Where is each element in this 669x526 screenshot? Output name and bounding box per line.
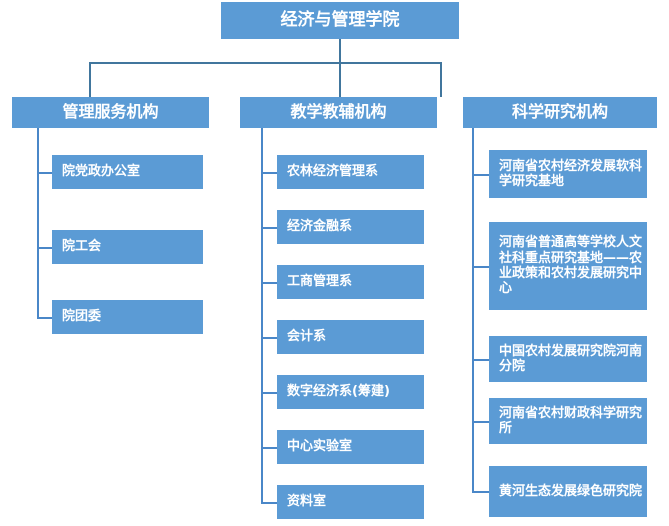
connector-bus-to-branch-1	[339, 62, 341, 97]
branch-header-teaching-support[interactable]: 教学教辅机构	[240, 97, 437, 128]
elbow-1-4	[261, 392, 277, 394]
connector-root-bus	[89, 62, 441, 64]
elbow-0-0	[37, 172, 52, 174]
leaf-node-accounting[interactable]: 会计系	[277, 320, 424, 354]
leaf-node-china-rural-development-henan-branch[interactable]: 中国农村发展研究院河南分院	[489, 336, 647, 382]
connector-bus-to-branch-2	[440, 62, 442, 97]
elbow-2-4	[472, 491, 489, 493]
leaf-node-youth-league[interactable]: 院团委	[52, 300, 203, 334]
leaf-node-central-laboratory[interactable]: 中心实验室	[277, 430, 424, 464]
elbow-1-5	[261, 447, 277, 449]
elbow-1-2	[261, 282, 277, 284]
leaf-node-reading-room[interactable]: 资料室	[277, 485, 424, 519]
leaf-node-economics-finance[interactable]: 经济金融系	[277, 210, 424, 244]
elbow-0-1	[37, 247, 52, 249]
leaf-node-party-admin-office[interactable]: 院党政办公室	[52, 155, 203, 189]
spine-branch-0	[37, 128, 39, 318]
branch-header-scientific-research[interactable]: 科学研究机构	[463, 97, 657, 128]
leaf-node-yellow-river-green-development-institute[interactable]: 黄河生态发展绿色研究院	[489, 466, 647, 517]
leaf-node-humanities-social-science-key-base[interactable]: 河南省普通高等学校人文社科重点研究基地——农业政策和农村发展研究中心	[489, 222, 647, 310]
connector-root-stem	[339, 39, 341, 63]
elbow-1-0	[261, 172, 277, 174]
spine-branch-2	[472, 128, 474, 492]
connector-bus-to-branch-0	[89, 62, 91, 97]
elbow-1-1	[261, 227, 277, 229]
spine-branch-1	[261, 128, 263, 503]
elbow-2-1	[472, 266, 489, 268]
elbow-1-3	[261, 337, 277, 339]
leaf-node-rural-economy-soft-science-base[interactable]: 河南省农村经济发展软科学研究基地	[489, 150, 647, 198]
elbow-0-2	[37, 317, 52, 319]
elbow-1-6	[261, 502, 277, 504]
branch-header-management-service[interactable]: 管理服务机构	[12, 97, 209, 128]
root-node-college[interactable]: 经济与管理学院	[221, 2, 459, 39]
leaf-node-rural-fiscal-science-institute[interactable]: 河南省农村财政科学研究所	[489, 398, 647, 444]
elbow-2-2	[472, 359, 489, 361]
leaf-node-labor-union[interactable]: 院工会	[52, 230, 203, 264]
leaf-node-digital-economy[interactable]: 数字经济系(筹建)	[277, 375, 424, 409]
elbow-2-0	[472, 174, 489, 176]
leaf-node-business-administration[interactable]: 工商管理系	[277, 265, 424, 299]
elbow-2-3	[472, 421, 489, 423]
leaf-node-agricultural-forestry-economics[interactable]: 农林经济管理系	[277, 155, 424, 189]
